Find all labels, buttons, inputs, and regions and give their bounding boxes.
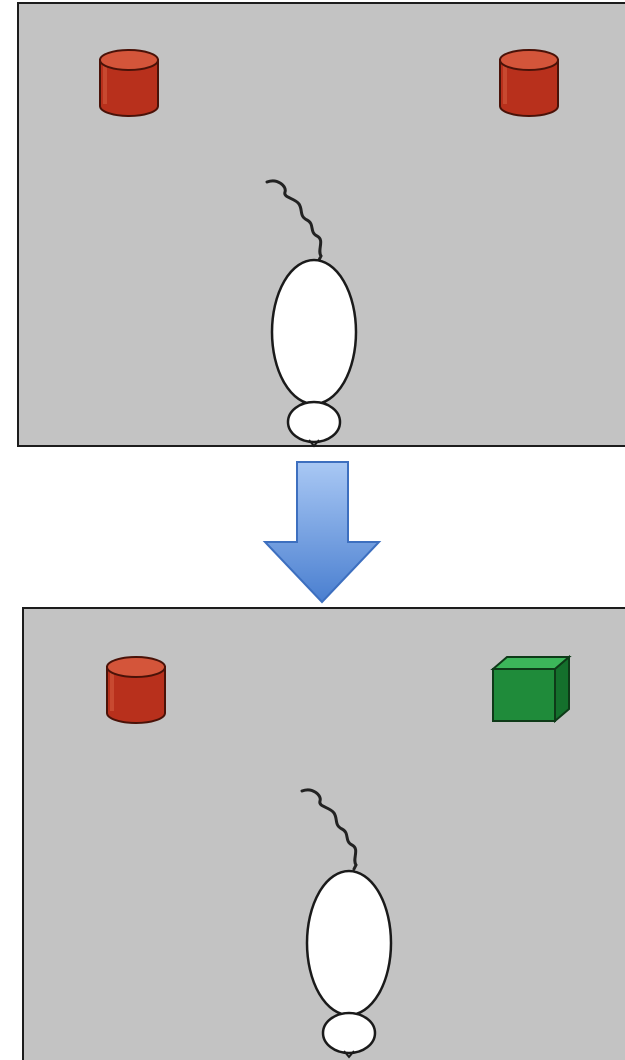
test-arena bbox=[22, 607, 625, 1060]
green-cube-novel-icon bbox=[490, 655, 572, 723]
mouse-icon bbox=[259, 176, 369, 451]
red-cylinder-left-icon bbox=[97, 48, 161, 120]
red-cylinder-familiar-icon bbox=[104, 655, 168, 727]
down-arrow-icon bbox=[262, 460, 382, 605]
familiarization-arena bbox=[17, 2, 625, 447]
mouse-icon bbox=[294, 785, 404, 1060]
red-cylinder-right-icon bbox=[497, 48, 561, 120]
